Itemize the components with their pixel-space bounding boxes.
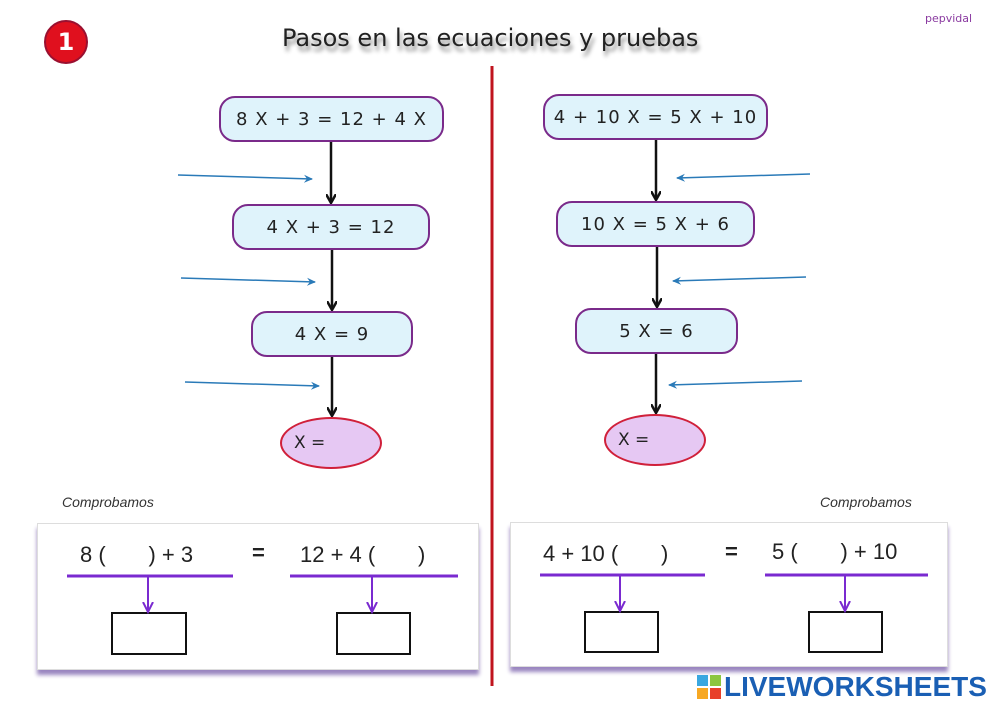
- right-step-1: 4 + 10 X = 5 X + 10: [543, 94, 768, 140]
- exercise-number-badge: 1: [44, 20, 88, 64]
- right-check-equals: =: [725, 539, 738, 564]
- result-label: X =: [618, 430, 650, 450]
- left-check-label: Comprobamos: [62, 494, 154, 510]
- brand-name: LIVEWORKSHEETS: [724, 671, 987, 702]
- left-check-expression-right: 12 + 4 ( ): [300, 542, 426, 567]
- left-step-1: 8 X + 3 = 12 + 4 X: [219, 96, 444, 142]
- left-check-equals: =: [252, 540, 265, 565]
- page-title: Pasos en las ecuaciones y pruebas: [282, 24, 699, 52]
- result-label: X =: [294, 433, 326, 453]
- right-check-answer-right[interactable]: [808, 611, 883, 653]
- hint-arrow: [668, 380, 803, 389]
- right-check-label: Comprobamos: [820, 494, 912, 510]
- right-check-answer-left[interactable]: [584, 611, 659, 653]
- right-check-expression-left: 4 + 10 ( ): [543, 541, 669, 566]
- hint-arrow: [184, 381, 320, 390]
- author-label: pepvidal: [925, 12, 973, 25]
- right-step-2: 10 X = 5 X + 6: [556, 201, 755, 247]
- right-check-expression-right: 5 ( ) + 10: [772, 539, 898, 564]
- hint-arrow: [676, 173, 811, 182]
- left-result-field[interactable]: X =: [280, 417, 382, 469]
- left-step-2: 4 X + 3 = 12: [232, 204, 430, 250]
- liveworksheets-logo: LIVEWORKSHEETS: [697, 671, 987, 703]
- hint-arrow: [672, 276, 807, 285]
- hint-arrow: [180, 277, 316, 286]
- right-step-3: 5 X = 6: [575, 308, 738, 354]
- left-check-answer-left[interactable]: [111, 612, 187, 655]
- logo-mark-icon: [697, 675, 721, 699]
- right-result-field[interactable]: X =: [604, 414, 706, 466]
- left-check-answer-right[interactable]: [336, 612, 411, 655]
- left-check-expression-left: 8 ( ) + 3: [80, 542, 194, 567]
- left-step-3: 4 X = 9: [251, 311, 413, 357]
- hint-arrow: [177, 174, 313, 183]
